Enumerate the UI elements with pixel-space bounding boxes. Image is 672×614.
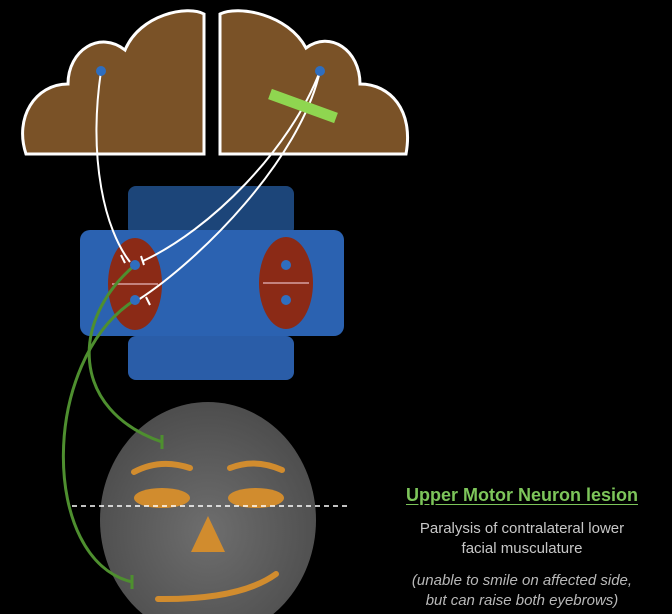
right-nucleus-lower-neuron (281, 295, 291, 305)
left-nucleus-lower-neuron (130, 295, 140, 305)
right-eye (228, 488, 284, 508)
right-eyebrow (227, 460, 285, 473)
face-oval (100, 402, 316, 614)
left-cortex-to-upper-nucleus-fiber (95, 70, 131, 263)
left-cortex-hemisphere (21, 9, 206, 156)
lesion-marker (268, 88, 338, 124)
left-eye (134, 488, 190, 508)
note-line: (unable to smile on affected side, (411, 572, 633, 589)
description-line: facial musculature (461, 540, 583, 557)
lesion-title: Upper Motor Neuron lesion (405, 485, 638, 505)
lesion-description: Paralysis of contralateral lower facial … (372, 519, 672, 559)
right-nucleus-upper-neuron (281, 260, 291, 270)
nose (191, 516, 225, 552)
brainstem-upper-block (128, 186, 294, 236)
left-cortex-neuron (96, 66, 106, 76)
upper-face-motor-fiber (87, 263, 163, 444)
lower-face-motor-fiber (61, 298, 136, 584)
fiber-terminal-tick (145, 296, 151, 306)
left-nucleus-upper-neuron (130, 260, 140, 270)
lesion-note: (unable to smile on affected side, but c… (372, 571, 672, 611)
note-line: but can raise both eyebrows) (425, 592, 619, 609)
fiber-terminal-tick (140, 255, 145, 266)
fiber-terminal-tick (120, 254, 126, 264)
right-cortex-hemisphere (218, 9, 409, 156)
mouth (155, 571, 279, 603)
brainstem-lower-block (128, 336, 294, 380)
left-eyebrow (131, 460, 193, 475)
right-cortex-neuron (315, 66, 325, 76)
right-cortex-to-upper-nucleus-fiber (142, 70, 321, 262)
description-line: Paralysis of contralateral lower (419, 520, 625, 537)
